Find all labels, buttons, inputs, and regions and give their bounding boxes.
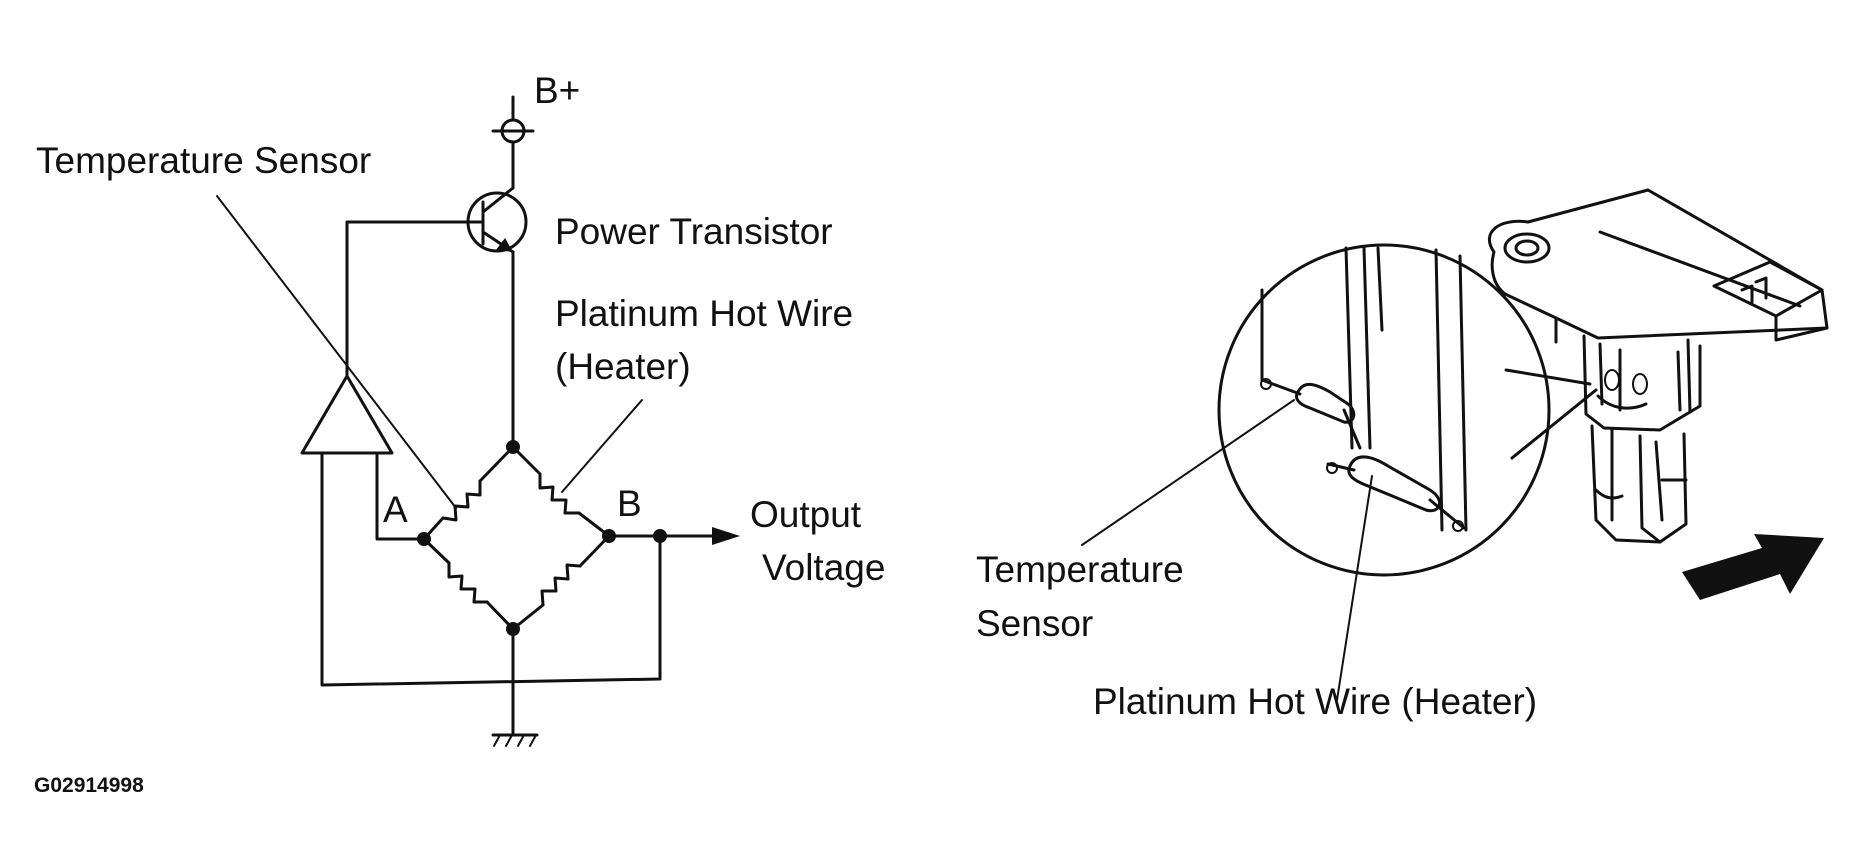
sensor-temp-label-line1: Temperature: [976, 549, 1184, 590]
bridge-circuit: B+ Power Transistor: [36, 70, 885, 747]
node-a: [417, 532, 431, 546]
supply-label: B+: [534, 70, 580, 111]
amp-input-a-wire: [375, 451, 426, 541]
bridge-resistors: [422, 445, 611, 631]
sensor-hot-wire-label: Platinum Hot Wire (Heater): [1093, 681, 1537, 722]
hot-wire-label-line1: Platinum Hot Wire: [555, 293, 853, 334]
power-transistor-label: Power Transistor: [555, 211, 833, 252]
output-label-line1: Output: [750, 494, 862, 535]
node-a-label: A: [383, 489, 408, 530]
ground-symbol: [491, 627, 539, 747]
base-feedback-wire: [345, 220, 455, 378]
callout-line-lower: [1510, 388, 1598, 460]
maf-sensor-housing: [1487, 188, 1829, 544]
temp-sensor-label: Temperature Sensor: [36, 140, 371, 181]
airflow-arrow: [1682, 534, 1824, 600]
node-top: [506, 440, 520, 454]
hot-wire-label-line2: (Heater): [555, 346, 691, 387]
figure-code: G02914998: [34, 774, 144, 797]
callout-line-upper: [1504, 368, 1592, 386]
output-arrow: [712, 527, 740, 545]
amplifier-symbol: [300, 374, 394, 455]
amp-input-b-wire: [320, 451, 662, 687]
output-label-line2: Voltage: [762, 547, 885, 588]
magnifier-detail: [1217, 243, 1598, 577]
sensor-hot-wire-leader: [1336, 475, 1373, 701]
supply-terminal: [491, 95, 535, 184]
hot-wire-leader: [561, 399, 643, 493]
node-b-label: B: [617, 483, 642, 524]
sensor-temp-leader: [1081, 399, 1295, 546]
sensor-illustration: Temperature Sensor Platinum Hot Wire (He…: [976, 188, 1829, 722]
power-transistor-symbol: [451, 180, 528, 254]
temp-sensor-leader: [216, 195, 457, 509]
sensor-temp-label-line2: Sensor: [976, 603, 1093, 644]
